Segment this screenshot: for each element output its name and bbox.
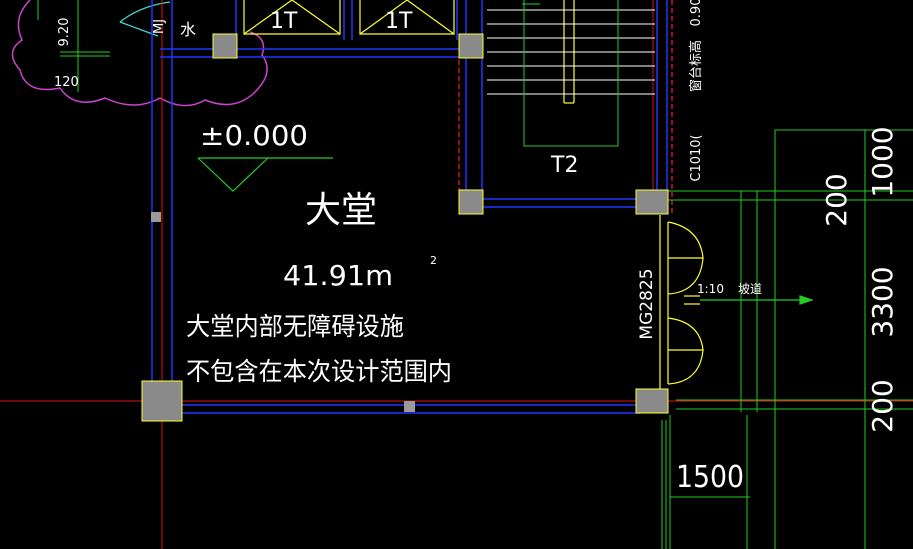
elevator-label-1: 1T <box>270 9 298 34</box>
column <box>458 189 484 215</box>
revision-cloud <box>11 0 268 107</box>
labels: 9.20 120 MJ 水 1T 1T T2 ±0.000 大堂 41.91m … <box>54 0 899 495</box>
dim-label-1500: 1500 <box>676 460 744 495</box>
column <box>635 189 669 215</box>
elevation-symbol <box>197 157 333 192</box>
mj-label: MJ <box>152 19 167 34</box>
stair-outline <box>522 0 619 147</box>
elevation-label: ±0.000 <box>200 119 308 152</box>
stair-label-t2: T2 <box>550 153 578 178</box>
entrance-doors[interactable] <box>659 215 704 390</box>
window-sill-value: 0.90 <box>689 0 704 26</box>
ramp-arrow[interactable] <box>700 295 814 305</box>
elevator-label-2: 1T <box>385 9 413 34</box>
structural-columns <box>141 33 669 422</box>
room-area-superscript: 2 <box>430 254 437 267</box>
door-tag: MG2825 <box>637 268 657 339</box>
dim-label-1000: 1000 <box>866 126 899 197</box>
column <box>635 388 669 414</box>
ramp-slope: 1:10 <box>697 282 724 296</box>
room-name: 大堂 <box>305 190 377 231</box>
dim-label-200-top: 200 <box>820 173 853 226</box>
window-sill-label: 窗台标高 <box>688 40 704 92</box>
dim-label-920: 9.20 <box>57 18 72 47</box>
dimension-lines-right <box>660 129 913 549</box>
dim-label-3300: 3300 <box>866 266 899 337</box>
window-tag: C1010( <box>689 134 704 181</box>
room-area: 41.91m <box>283 259 393 292</box>
stair-treads <box>487 9 655 95</box>
column <box>458 33 484 59</box>
note-line-2: 不包含在本次设计范围内 <box>186 357 452 386</box>
column <box>212 33 238 59</box>
note-line-1: 大堂内部无障碍设施 <box>186 312 404 341</box>
column <box>141 380 183 422</box>
ramp-label: 坡道 <box>738 282 762 296</box>
walls <box>151 0 668 414</box>
water-label: 水 <box>180 20 196 39</box>
small-columns <box>151 212 415 412</box>
dim-label-200-bottom: 200 <box>866 379 899 432</box>
dashed-outline <box>458 0 673 215</box>
dim-label-120: 120 <box>54 75 79 90</box>
